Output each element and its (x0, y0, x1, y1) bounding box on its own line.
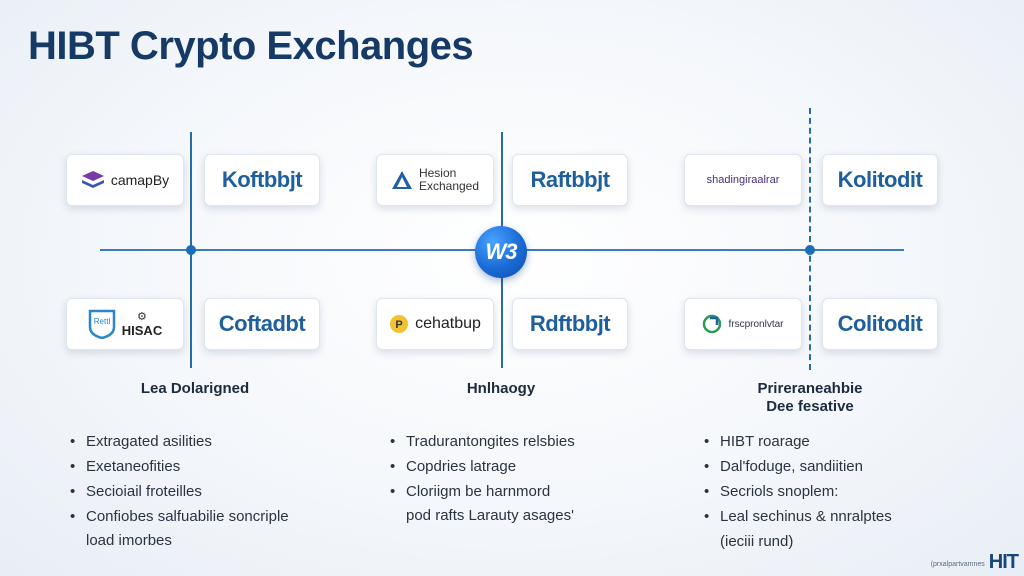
column-heading: Hnlhaogy (466, 380, 536, 397)
feature-list: HIBT roarage Dal'foduge, sandiitien Secr… (702, 429, 892, 529)
column-heading-line: Prireraneahbie (757, 380, 863, 397)
connector-line-right (809, 108, 811, 370)
list-item-continuation: pod rafts Larauty asages' (406, 507, 574, 524)
triangle-icon (391, 171, 412, 189)
exchange-name: Colitodit (837, 311, 923, 336)
list-item: Extragated asilities (68, 429, 289, 454)
exchange-logo-card[interactable]: camapBy (66, 154, 184, 206)
exchange-logo-text: cehatbup (415, 315, 481, 332)
exchange-logo-text: frscpronlvtar (728, 318, 784, 330)
exchange-logo-text: camapBy (110, 172, 170, 188)
exchange-name-card[interactable]: Rdftbbjt (512, 298, 628, 350)
shield-badge-text: Rettl (94, 317, 111, 326)
list-item: Confiobes salfuabilie soncriple (68, 504, 289, 529)
footer-small-text: (prxalpartvamnes (930, 561, 985, 568)
feature-list: Tradurantongites relsbies Copdries latra… (388, 429, 575, 504)
exchange-logo-text: Exchanged (418, 179, 480, 193)
svg-text:P: P (395, 319, 402, 331)
exchange-logo-card[interactable]: P cehatbup (376, 298, 494, 350)
list-item: Secioiail froteilles (68, 479, 289, 504)
list-item: Dal'foduge, sandiitien (702, 454, 892, 479)
list-item-continuation: load imorbes (86, 532, 172, 549)
page-title: HIBT Crypto Exchanges (28, 24, 474, 68)
list-item: Secriols snoplem: (702, 479, 892, 504)
exchange-name-card[interactable]: Kolitodit (822, 154, 938, 206)
exchange-logo-text: Hesion (418, 165, 457, 180)
list-item: Tradurantongites relsbies (388, 429, 575, 454)
list-item: Exetaneofities (68, 454, 289, 479)
exchange-logo-card[interactable]: frscpronlvtar (684, 298, 802, 350)
exchange-name: Rdftbbjt (529, 311, 611, 336)
column-heading-line: Dee fesative (766, 398, 854, 415)
list-item: Cloriigm be harnmord (388, 479, 575, 504)
layers-icon (81, 171, 104, 188)
list-item-continuation: (ieciii rund) (720, 533, 794, 550)
w3-hub-node: W3 (475, 226, 527, 278)
exchange-logo-card[interactable]: Hesion Exchanged (376, 154, 494, 206)
list-item: HIBT roarage (702, 429, 892, 454)
exchange-name: Kolitodit (837, 167, 923, 192)
footer-brand: (prxalpartvamnes HIT (930, 551, 1019, 573)
exchange-name-card[interactable]: Coftadbt (204, 298, 320, 350)
arrow-circle-icon (703, 314, 722, 334)
exchange-logo-card[interactable]: Rettl ⚙ HISAC (66, 298, 184, 350)
shield-icon: Rettl (88, 309, 116, 339)
exchange-name: Coftadbt (218, 311, 306, 336)
list-item: Copdries latrage (388, 454, 575, 479)
exchange-name-card[interactable]: Colitodit (822, 298, 938, 350)
feature-list: Extragated asilities Exetaneofities Seci… (68, 429, 289, 529)
exchange-name-card[interactable]: Raftbbjt (512, 154, 628, 206)
exchange-logo-text: HISAC (121, 323, 163, 338)
exchange-logo-text: shadingiraalrar (706, 174, 780, 186)
connector-node-left (186, 245, 196, 255)
list-item: Leal sechinus & nnralptes (702, 504, 892, 529)
column-heading: Prireraneahbie Dee fesative (710, 380, 910, 416)
exchange-name: Raftbbjt (530, 167, 610, 192)
connector-node-right (805, 245, 815, 255)
footer-logo-text: HIT (988, 551, 1019, 573)
exchange-name: Koftbbjt (221, 167, 303, 192)
column-heading: Lea Dolarigned (140, 380, 250, 397)
exchange-name-card[interactable]: Koftbbjt (204, 154, 320, 206)
exchange-logo-card[interactable]: shadingiraalrar (684, 154, 802, 206)
coin-icon: P (390, 315, 409, 333)
